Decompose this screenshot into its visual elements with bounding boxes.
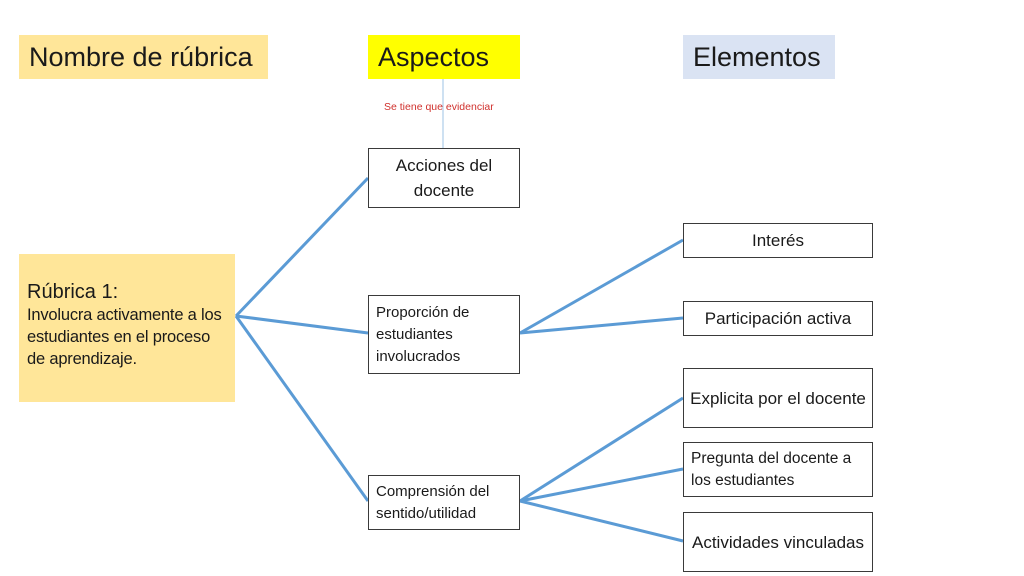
- connector-rubric-acciones: [234, 176, 370, 318]
- connector-proporcion-participacion: [519, 316, 684, 335]
- element-explicita-por-el-docente: Explicita por el docente: [683, 368, 873, 428]
- connector-comprension-actividades: [519, 499, 684, 543]
- element-label: Explicita por el docente: [690, 388, 866, 408]
- element-interes: Interés: [683, 223, 873, 258]
- aspect-label: Proporción de estudiantes involucrados: [376, 303, 470, 365]
- element-label: Pregunta del docente a los estudiantes: [691, 449, 852, 489]
- element-label: Actividades vinculadas: [692, 532, 864, 552]
- element-pregunta-del-docente: Pregunta del docente a los estudiantes: [683, 442, 873, 497]
- element-label: Interés: [752, 231, 804, 250]
- rubric-box: Rúbrica 1: Involucra activamente a los e…: [19, 254, 235, 402]
- header-aspects: Aspectos: [368, 35, 520, 79]
- header-elements: Elementos: [683, 35, 835, 79]
- aspect-proporcion-estudiantes: Proporción de estudiantes involucrados: [368, 295, 520, 374]
- connector-comprension-pregunta: [519, 467, 684, 503]
- aspect-label: Acciones del docente: [395, 156, 493, 200]
- aspect-comprension-sentido: Comprensión del sentido/utilidad: [368, 475, 520, 530]
- element-label: Participación activa: [704, 309, 852, 328]
- connector-rubric-proporcion: [235, 314, 369, 335]
- rubric-title: Rúbrica 1:: [27, 281, 119, 303]
- connector-comprension-explicita: [519, 396, 684, 503]
- element-actividades-vinculadas: Actividades vinculadas: [683, 512, 873, 572]
- header-rubric-name: Nombre de rúbrica: [19, 35, 268, 79]
- aspect-label: Comprensión del sentido/utilidad: [376, 482, 490, 522]
- connector-proporcion-interes: [519, 238, 684, 335]
- element-participacion-activa: Participación activa: [683, 301, 873, 336]
- aspect-acciones-del-docente: Acciones del docente: [368, 148, 520, 208]
- evidence-note: Se tiene que evidenciar: [384, 101, 494, 113]
- connector-rubric-comprension: [234, 315, 370, 502]
- rubric-description: Involucra activamente a los estudiantes …: [27, 306, 222, 368]
